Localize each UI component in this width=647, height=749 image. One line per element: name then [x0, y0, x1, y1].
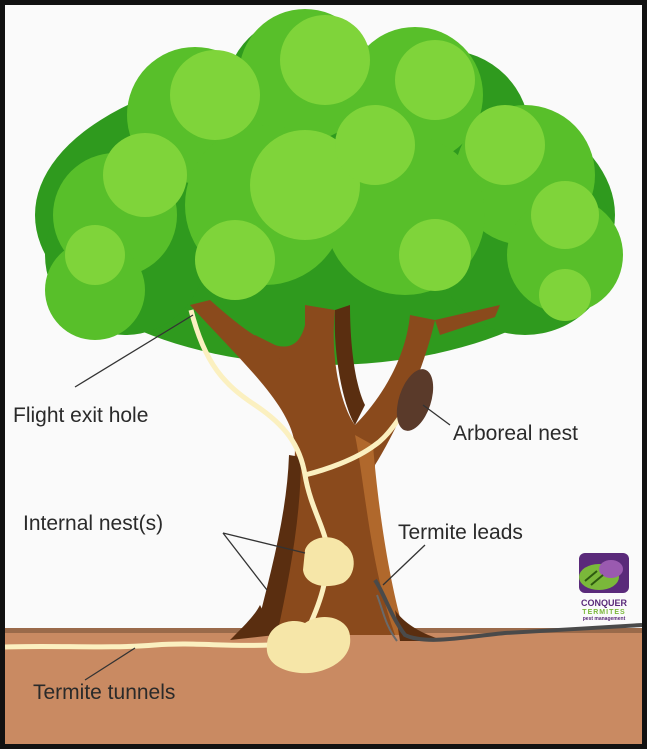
leader-arboreal-nest — [423, 405, 450, 425]
label-termite-tunnels: Termite tunnels — [33, 682, 175, 703]
tree-trunk — [190, 300, 500, 641]
label-flight-exit-hole: Flight exit hole — [13, 405, 148, 426]
termite-tree-scene — [5, 5, 642, 744]
termite-tunnels-line — [5, 644, 270, 647]
logo-text-pest-management: pest management — [571, 617, 637, 622]
logo-text-termites: TERMITES — [571, 609, 637, 616]
leader-termite-leads — [383, 545, 425, 585]
label-termite-leads: Termite leads — [398, 522, 523, 543]
conquer-termites-logo: CONQUER TERMITES pest management — [571, 551, 637, 623]
logo-text-conquer: CONQUER — [571, 599, 637, 608]
termite-logo-icon — [571, 551, 637, 599]
label-internal-nests: Internal nest(s) — [23, 513, 163, 534]
label-arboreal-nest: Arboreal nest — [453, 423, 578, 444]
